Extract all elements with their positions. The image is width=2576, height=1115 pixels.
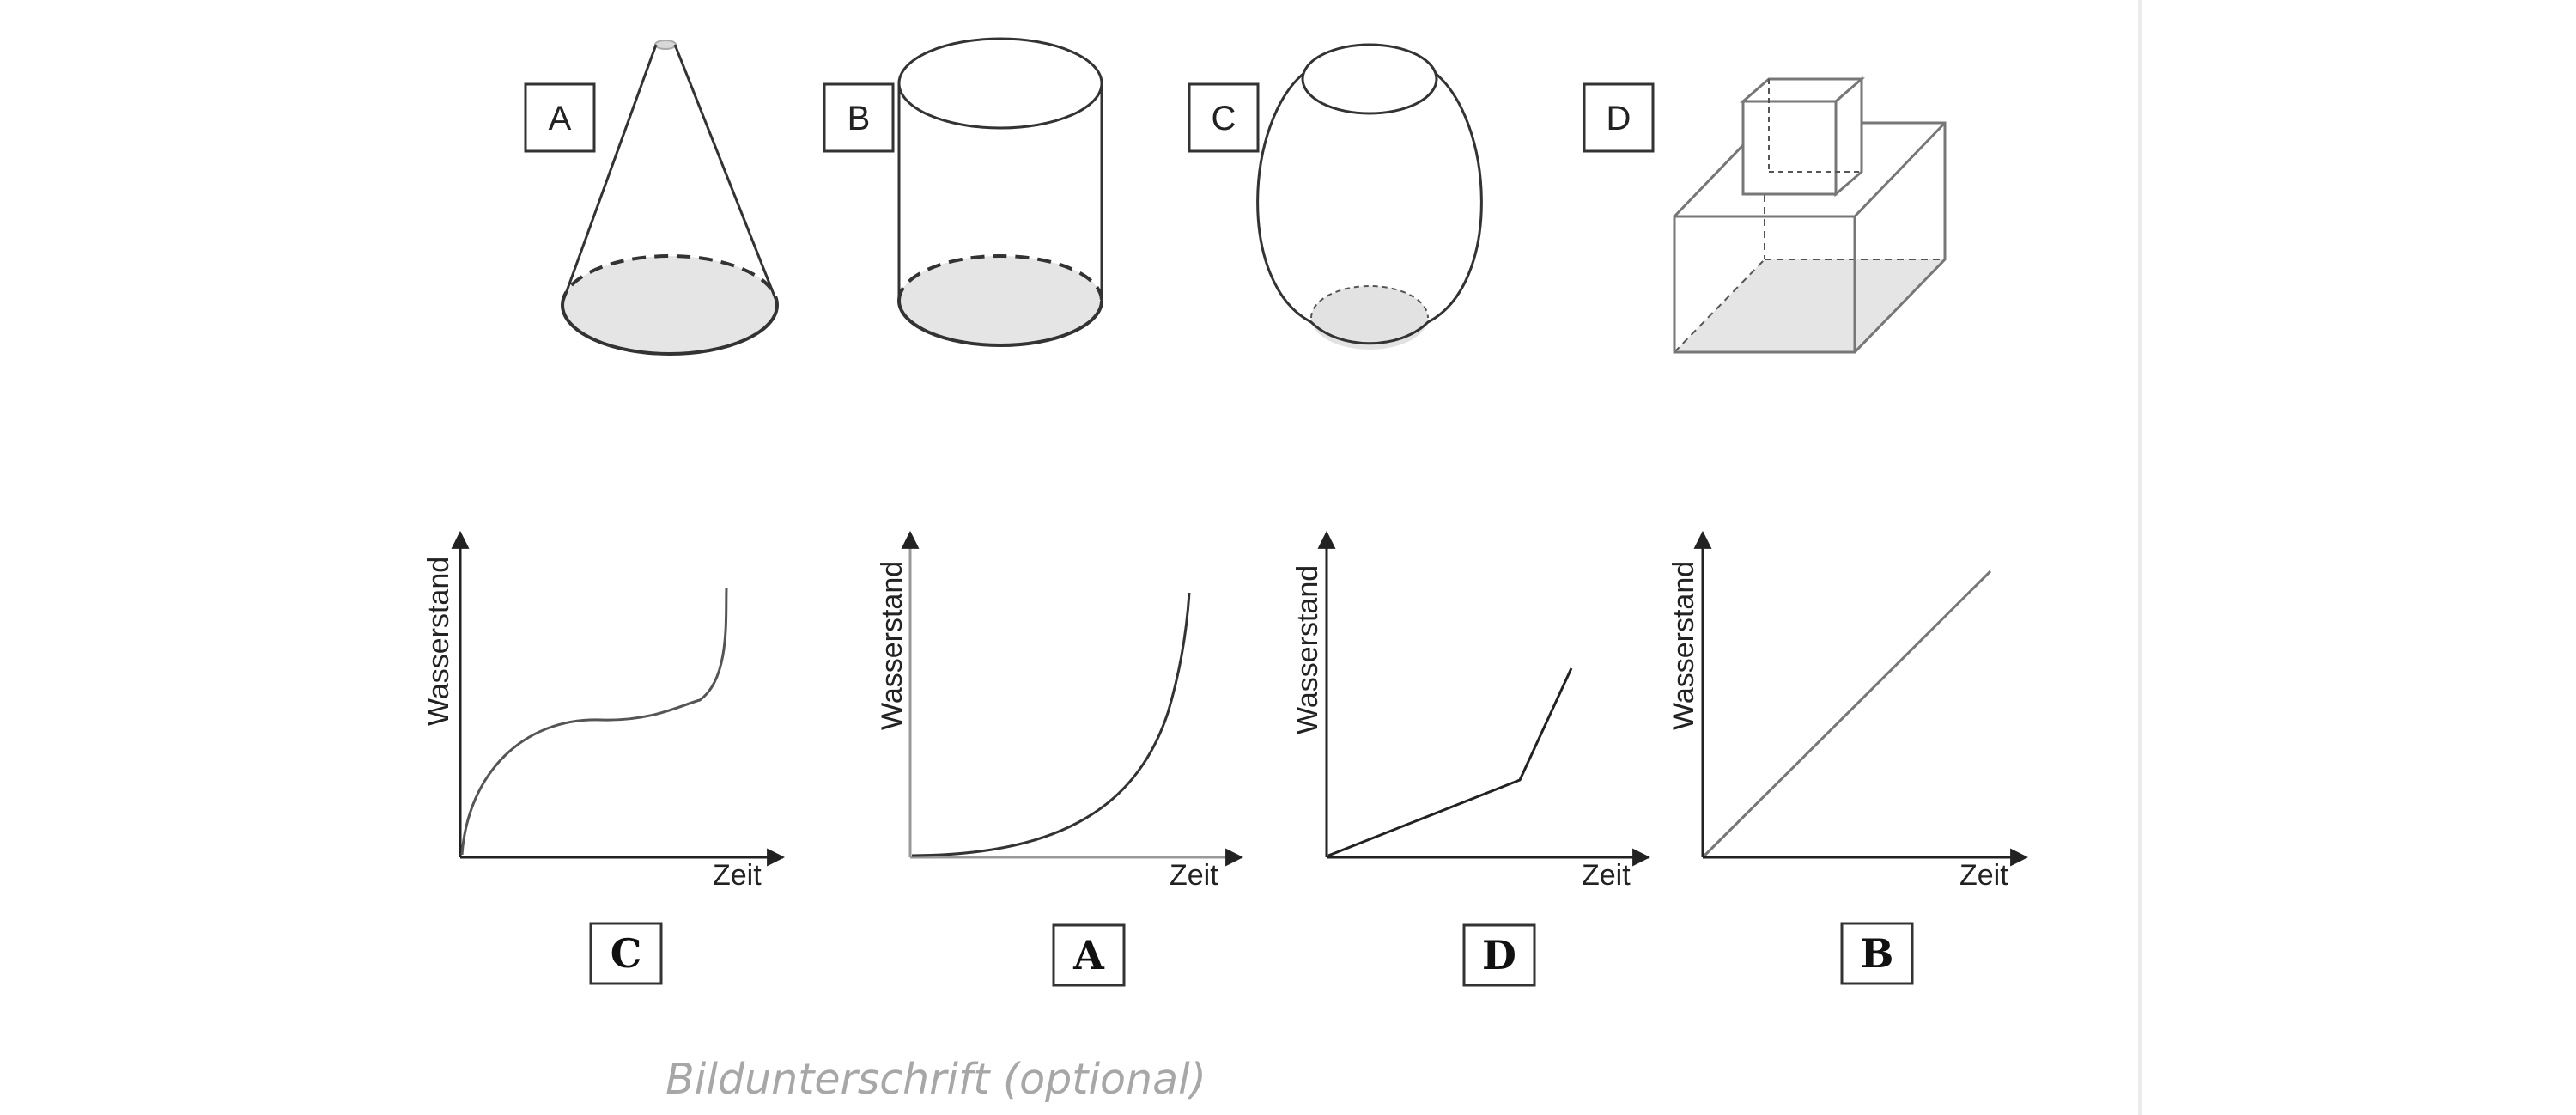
vessel-label: C <box>1212 100 1236 137</box>
figure-area: A B C <box>0 0 2138 1104</box>
graph-curve <box>1703 570 1992 857</box>
x-axis-label: Zeit <box>1582 859 1631 892</box>
y-axis-label: Wasserstand <box>1668 561 1700 730</box>
vessel-cone: A <box>524 40 779 356</box>
graph-3: Wasserstand Zeit D <box>1291 530 1651 987</box>
vessel-label-box <box>1583 82 1655 153</box>
graph-label: A <box>1072 932 1105 978</box>
vessel-stacked-boxes: D <box>1583 76 1947 354</box>
y-axis-label: Wasserstand <box>1291 565 1324 734</box>
graph-1: Wasserstand Zeit C <box>422 530 786 985</box>
vessel-label: B <box>848 100 871 137</box>
vessel-label: D <box>1607 100 1631 137</box>
vessel-cylinder: B <box>823 37 1103 347</box>
vessel-label-box <box>823 82 895 153</box>
graph-label-box <box>1052 923 1126 987</box>
vessel-label-box <box>1188 82 1260 153</box>
x-axis-label: Zeit <box>713 859 762 892</box>
graph-4: Wasserstand Zeit B <box>1668 530 2029 985</box>
graph-curve <box>460 588 728 856</box>
graph-label: D <box>1482 932 1516 978</box>
side-panel <box>2142 0 2576 1115</box>
y-axis-label: Wasserstand <box>422 557 455 726</box>
vessel-label-box <box>524 82 596 153</box>
graph-2: Wasserstand Zeit A <box>876 530 1244 987</box>
x-axis-label: Zeit <box>1959 859 2008 892</box>
graph-label: C <box>611 930 642 977</box>
graph-label-box <box>1840 922 1914 985</box>
vessel-label: A <box>549 100 572 137</box>
graph-curve <box>911 592 1191 857</box>
graph-label-box <box>1462 923 1536 987</box>
vessel-barrel: C <box>1188 43 1483 350</box>
graph-curve <box>1327 667 1573 857</box>
graph-label-box <box>589 922 663 985</box>
panel-divider <box>2138 0 2142 1115</box>
graph-label: B <box>1861 930 1894 977</box>
y-axis-label: Wasserstand <box>876 561 908 730</box>
caption-input[interactable]: Bildunterschrift (optional) <box>665 1055 1206 1104</box>
x-axis-label: Zeit <box>1170 859 1218 892</box>
figure-image[interactable]: A B C <box>0 0 2138 1014</box>
